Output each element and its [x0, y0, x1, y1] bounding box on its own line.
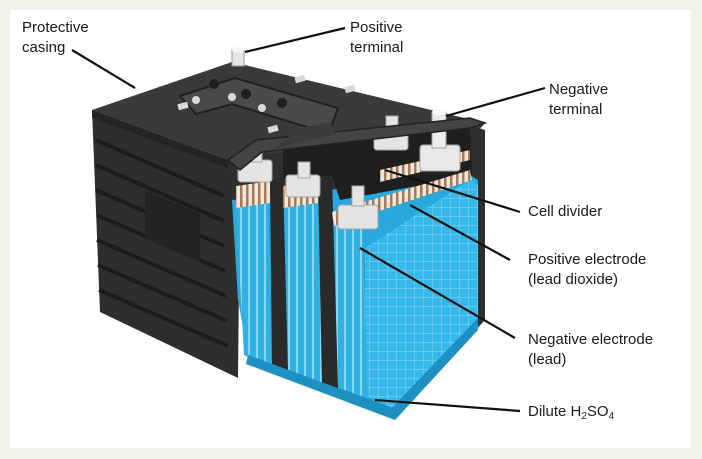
- leader-negative-terminal: [445, 86, 546, 118]
- leader-negative-electrode: [359, 247, 516, 339]
- positive-terminal: [231, 47, 245, 67]
- cutaway-interior: [226, 109, 488, 420]
- label-positive-terminal-line1: Positive: [350, 19, 403, 36]
- battery-casing: [92, 62, 485, 378]
- leader-protective-casing: [71, 49, 136, 89]
- electrolyte-subscript-2: 4: [608, 411, 615, 422]
- electrolyte-subscript-1: 2: [581, 411, 587, 422]
- label-negative-electrode-line2: (lead): [528, 351, 567, 368]
- label-protective-casing-line2: casing: [22, 39, 66, 56]
- label-electrolyte: Dilute H2SO4: [528, 402, 614, 422]
- electrolyte-text-part2: SO: [586, 403, 609, 420]
- label-negative-terminal-line2: terminal: [549, 101, 603, 118]
- leader-positive-electrode: [409, 204, 511, 261]
- label-positive-terminal-line2: terminal: [350, 39, 404, 56]
- label-positive-electrode-line2: (lead dioxide): [528, 271, 619, 288]
- leader-cell-divider: [384, 168, 521, 214]
- leader-electrolyte: [374, 398, 521, 413]
- leader-lines: [71, 26, 546, 413]
- electrolyte-text-part1: Dilute H: [528, 403, 582, 420]
- leader-positive-terminal: [244, 26, 346, 54]
- label-protective-casing-line1: Protective: [22, 19, 89, 36]
- cell-divider-1: [270, 178, 288, 372]
- label-negative-terminal-line1: Negative: [549, 81, 609, 98]
- label-negative-electrode-line1: Negative electrode: [528, 331, 654, 348]
- cell-divider-2: [318, 176, 338, 388]
- label-positive-electrode-line1: Positive electrode: [528, 251, 647, 268]
- label-cell-divider: Cell divider: [528, 203, 603, 220]
